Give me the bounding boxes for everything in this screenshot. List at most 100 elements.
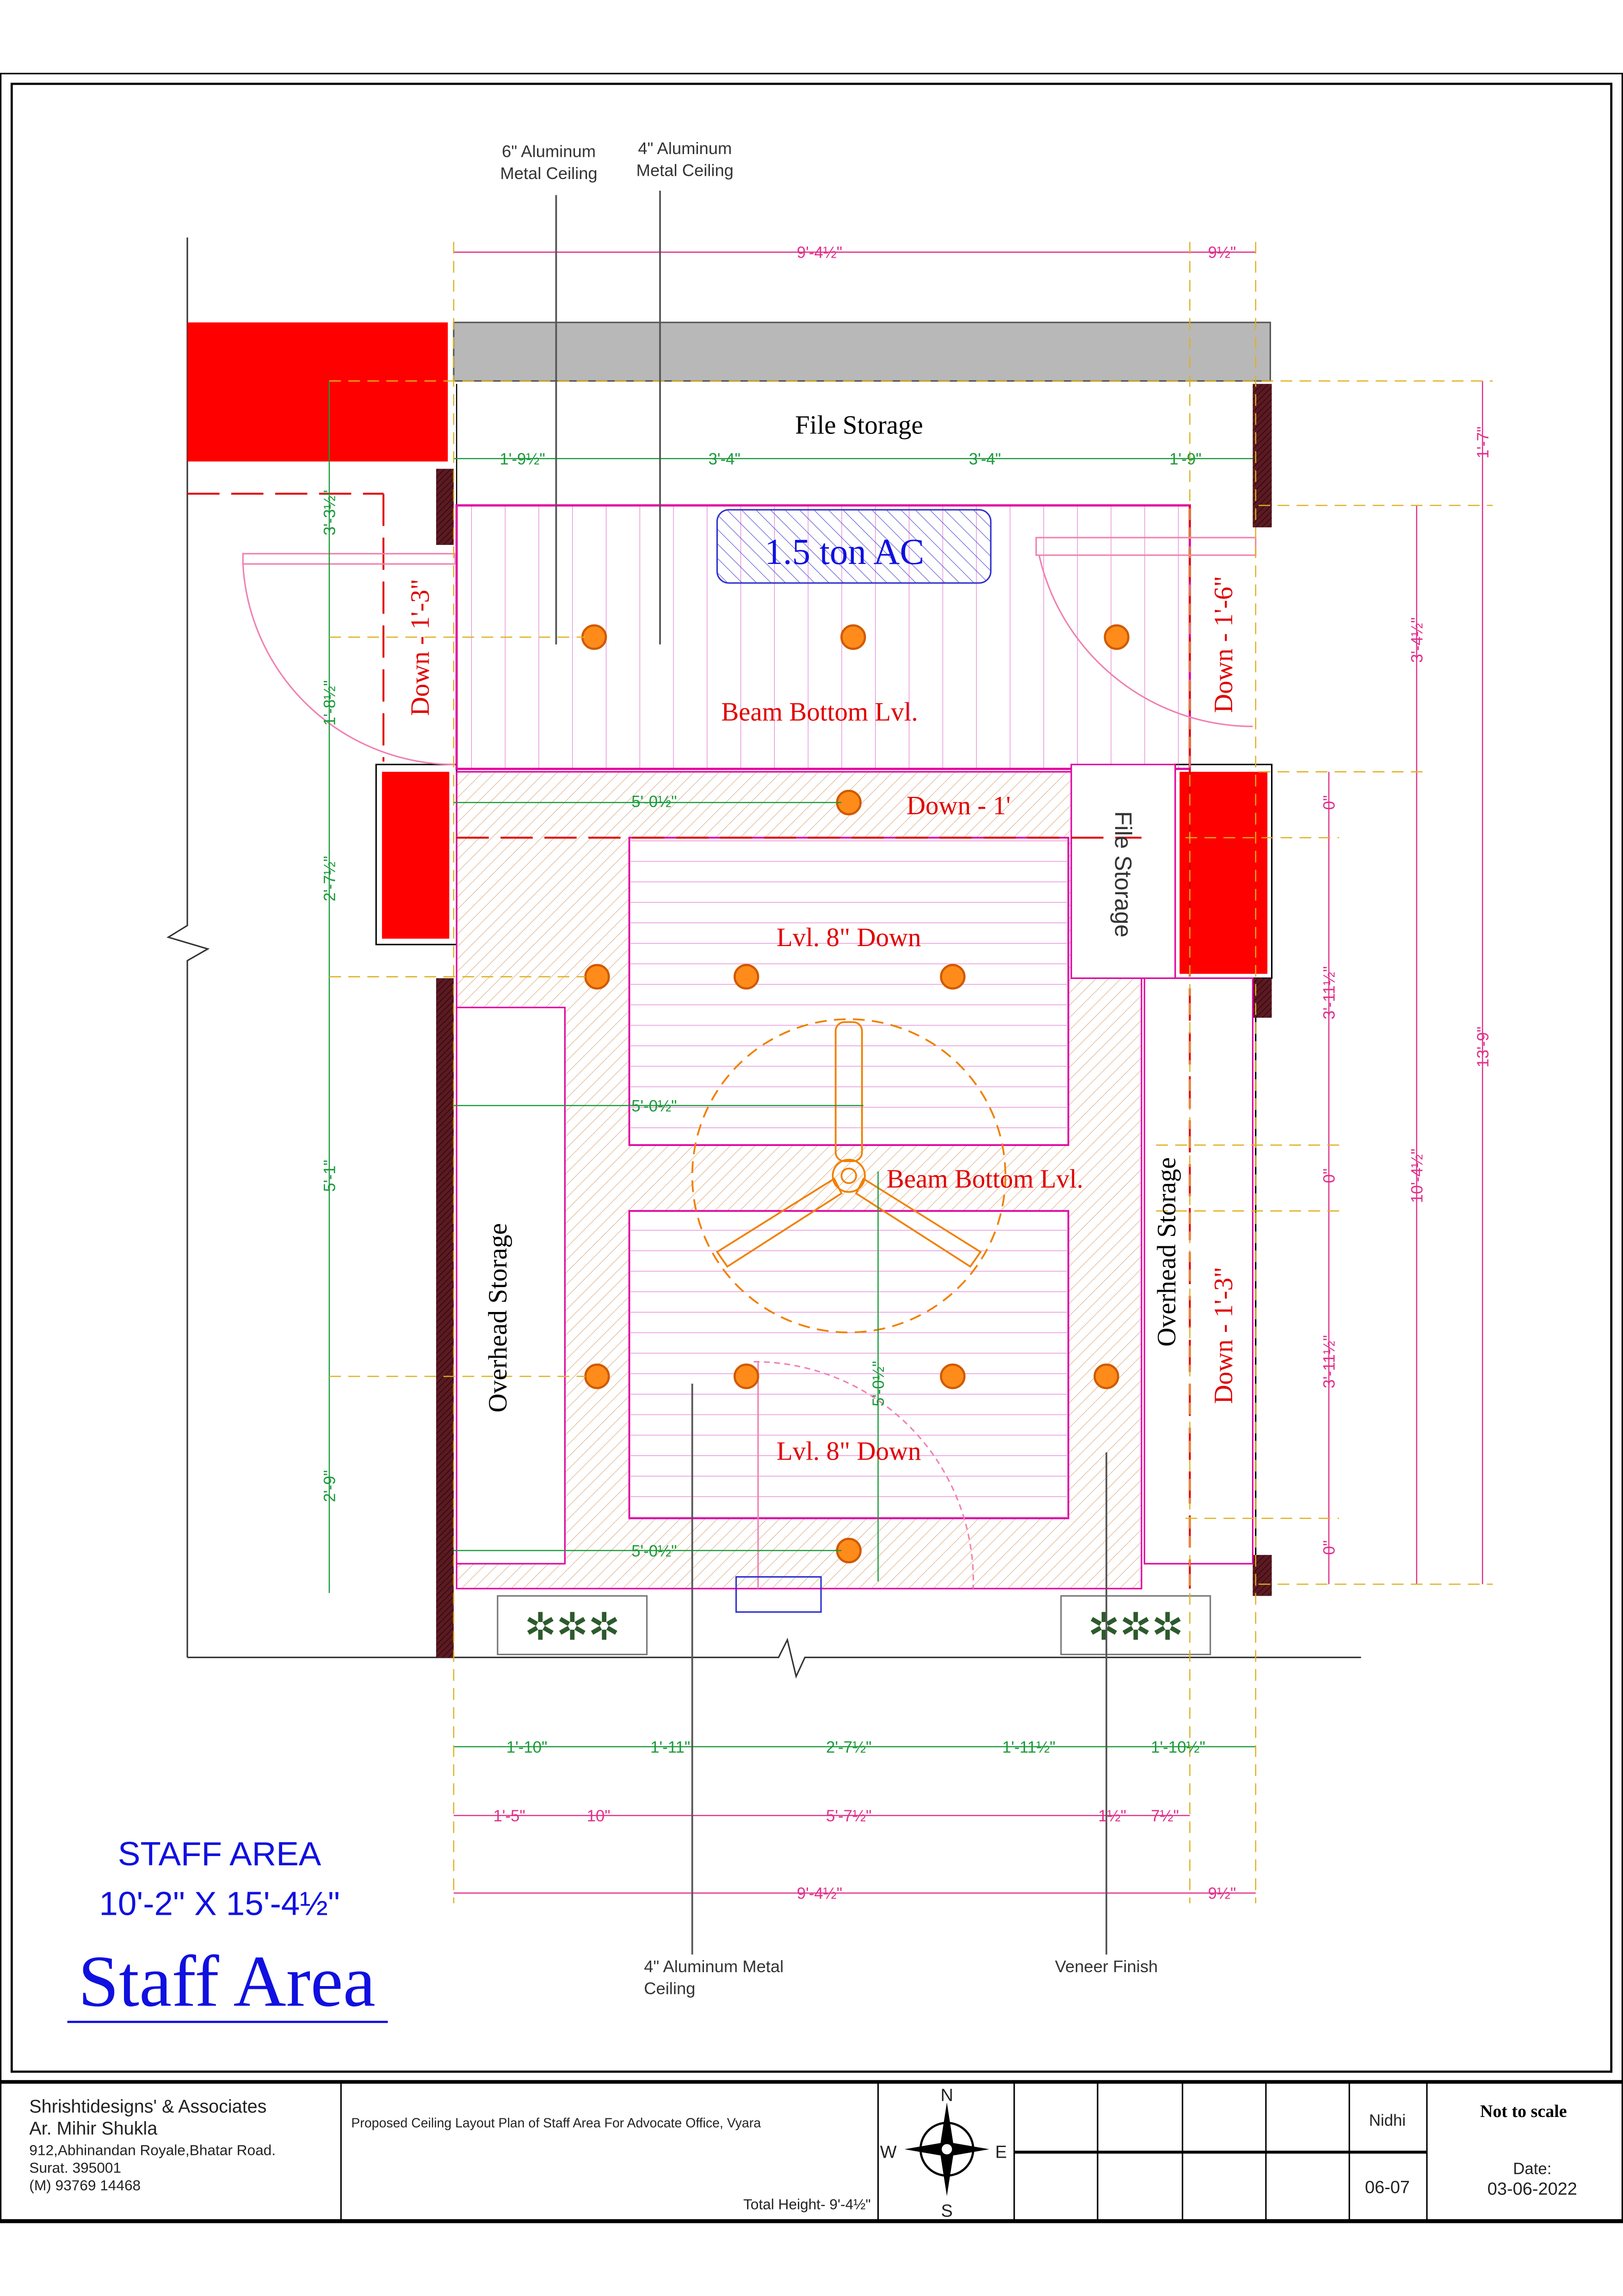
overhead-storage-right <box>1143 977 1254 1565</box>
svg-text:✲✲✲: ✲✲✲ <box>1088 1606 1184 1648</box>
label-beam-bottom-1: Beam Bottom Lvl. <box>721 698 918 727</box>
dim-bottom-row-1: 1'-11½" <box>1002 1738 1055 1756</box>
callout-6in-aluminum-line2: Metal Ceiling <box>500 164 597 183</box>
callout-veneer-finish: Veneer Finish <box>1055 1957 1158 1976</box>
dim-interior: 5'-0½" <box>631 792 677 811</box>
callout-4in-aluminum: 4" Aluminum <box>638 139 732 158</box>
light-icon <box>734 964 759 990</box>
light-icon <box>940 964 966 990</box>
compass-e: E <box>995 2143 1007 2162</box>
dimension-lines <box>328 191 1493 1955</box>
dim-top-right: 9½" <box>1208 244 1236 262</box>
total-height: Total Height- 9'-4½" <box>743 2196 871 2212</box>
scale-note: Not to scale <box>1480 2102 1567 2121</box>
svg-text:✲✲✲: ✲✲✲ <box>525 1606 620 1648</box>
dim-bottom-row-1: 1'-11" <box>650 1738 690 1756</box>
dim-bottom-right: 9½" <box>1208 1885 1236 1903</box>
drawing-description: Proposed Ceiling Layout Plan of Staff Ar… <box>351 2116 761 2130</box>
dim-bottom-row-1: 1'-10" <box>506 1738 548 1756</box>
address-line-2: Surat. 395001 <box>29 2159 121 2176</box>
dim-bottom-row-1: 2'-7½" <box>826 1738 871 1756</box>
drawn-by: Nidhi <box>1369 2111 1406 2129</box>
light-icon <box>584 1363 610 1389</box>
dim-right-far: 13'-9" <box>1474 1027 1492 1068</box>
label-lvl-down-2: Lvl. 8" Down <box>777 1436 921 1466</box>
dim-right-far: 1'-7" <box>1474 427 1492 458</box>
dim-bottom-row-2: 10" <box>587 1807 611 1825</box>
address-line-1: 912,Abhinandan Royale,Bhatar Road. <box>29 2141 276 2158</box>
dim-top-row: 3'-4" <box>709 450 741 468</box>
overhead-storage-left <box>456 1007 566 1565</box>
dim-left: 3'-3½" <box>321 490 339 535</box>
dim-bottom-row-2: 5'-7½" <box>826 1807 871 1825</box>
dim-right: 3'-11½" <box>1321 966 1339 1020</box>
label-down-mid: Down - 1' <box>907 791 1011 820</box>
light-icon <box>584 964 610 990</box>
dim-right: 0" <box>1321 795 1339 810</box>
dim-bottom-row-2: 1'-5" <box>493 1807 525 1825</box>
dim-left: 5'-1" <box>321 1160 339 1192</box>
callout-4in-aluminum-line2: Metal Ceiling <box>636 161 734 180</box>
light-icon <box>840 624 866 650</box>
dim-right-far: 10'-4½" <box>1408 1149 1426 1203</box>
label-beam-bottom-2: Beam Bottom Lvl. <box>887 1164 1083 1194</box>
sheet-number: 06-07 <box>1365 2178 1410 2197</box>
compass-n: N <box>940 2086 953 2105</box>
date-label: Date: <box>1513 2160 1551 2178</box>
compass-s: S <box>941 2201 953 2221</box>
dim-left: 2'-7½" <box>321 856 339 901</box>
drawing-frame <box>10 82 1613 2073</box>
label-overhead-left: Overhead Storage <box>483 1223 512 1412</box>
dim-right: 0" <box>1321 1540 1339 1555</box>
dim-right: 0" <box>1321 1169 1339 1183</box>
label-overhead-right: Overhead Storage <box>1152 1157 1181 1346</box>
label-down-left: Down - 1'-3" <box>406 579 435 716</box>
callout-4in-aluminum-bottom: 4" Aluminum Metal <box>644 1957 784 1976</box>
file-storage-right <box>1070 763 1176 979</box>
light-fixtures <box>581 624 1129 1564</box>
dim-bottom-row-2: 7½" <box>1151 1807 1179 1825</box>
callout-4in-aluminum-bottom-line2: Ceiling <box>644 1979 695 1998</box>
callout-6in-aluminum: 6" Aluminum <box>502 142 596 161</box>
label-ac: 1.5 ton AC <box>765 532 924 572</box>
walls <box>167 237 1361 1679</box>
dim-left: 1'-8½" <box>321 680 339 725</box>
label-down-right-top: Down - 1'-6" <box>1209 576 1238 713</box>
light-icon <box>940 1363 966 1389</box>
dim-bottom-overall: 9'-4½" <box>797 1885 842 1903</box>
title-block <box>0 2080 1623 2223</box>
compass-icon <box>904 2102 989 2197</box>
ac-unit <box>716 509 992 584</box>
label-lvl-down-1: Lvl. 8" Down <box>777 923 921 952</box>
dim-interior: 5'-0½" <box>631 1542 677 1560</box>
compass-w: W <box>880 2143 897 2162</box>
dim-left: 2'-9" <box>321 1470 339 1502</box>
date-value: 03-06-2022 <box>1487 2179 1577 2199</box>
light-icon <box>734 1363 759 1389</box>
title-size: 10'-2" X 15'-4½" <box>99 1885 339 1922</box>
phone: (M) 93769 14468 <box>29 2177 141 2193</box>
dim-interior: 5'-0½" <box>870 1361 888 1406</box>
dim-top-row: 1'-9" <box>1169 450 1201 468</box>
light-icon <box>581 624 607 650</box>
label-file-storage-right: File Storage <box>1110 811 1136 937</box>
label-file-storage-top: File Storage <box>795 410 923 439</box>
firm-name: Shrishtidesigns' & Associates <box>29 2097 266 2117</box>
dimension-texts: 9'-4½" 9½" 1'-9½" 3'-4" 3'-4" 1'-9" 3'-3… <box>321 244 1492 1903</box>
dim-top-row: 3'-4" <box>969 450 1001 468</box>
dim-interior: 5'-0½" <box>631 1097 677 1115</box>
planter-icon: ✲✲✲ ✲✲✲ <box>497 1576 1211 1655</box>
dim-right: 3'-11½" <box>1321 1335 1339 1388</box>
ceiling-fan <box>691 1018 1006 1334</box>
architect-name: Ar. Mihir Shukla <box>29 2118 157 2139</box>
title-name: Staff Area <box>78 1941 376 2022</box>
dim-bottom-row-2: 1½" <box>1098 1807 1126 1825</box>
dim-top-row: 1'-9½" <box>500 450 545 468</box>
dim-bottom-row-1: 1'-10½" <box>1151 1738 1205 1756</box>
light-icon <box>1093 1363 1119 1389</box>
label-down-right-bottom: Down - 1'-3" <box>1209 1267 1238 1404</box>
